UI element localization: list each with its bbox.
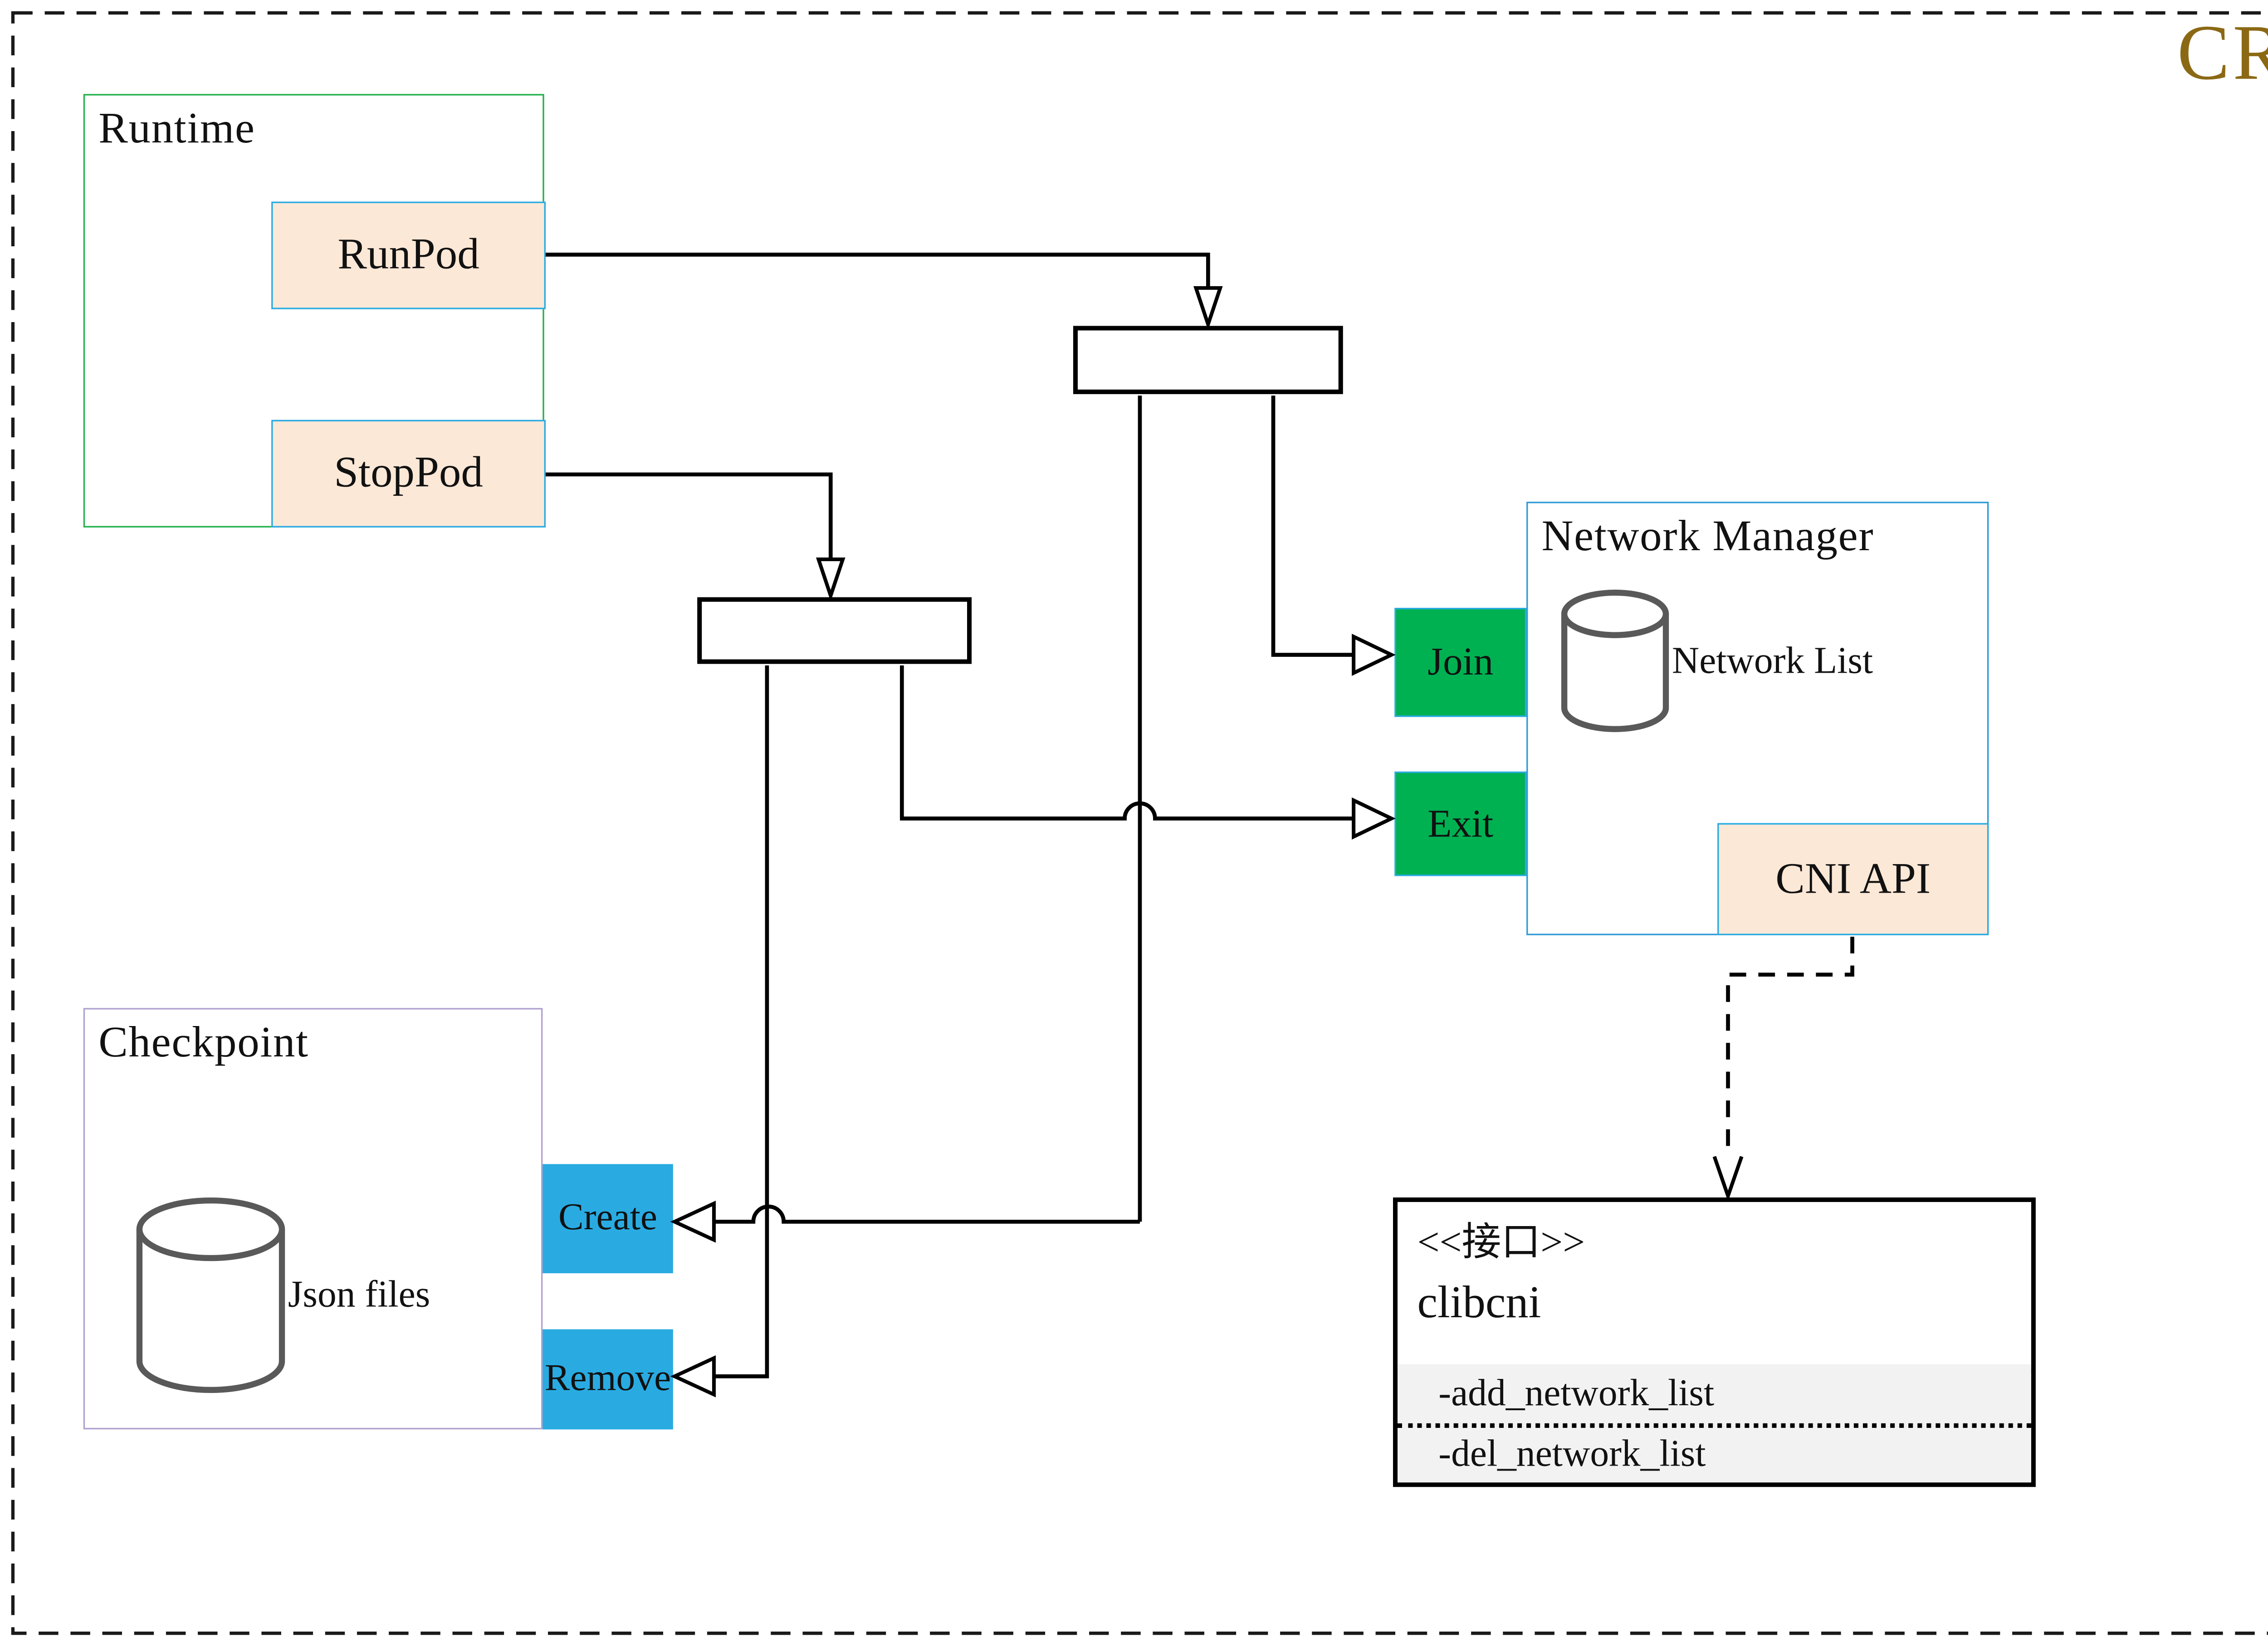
clibcni-method-del: -del_network_list <box>1398 1423 2031 1482</box>
arrowhead-right-join-icon <box>1352 634 1396 676</box>
stoppod-label: StopPod <box>334 449 483 498</box>
network-list-label: Network List <box>1672 641 1873 682</box>
runpod-node: RunPod <box>271 201 546 309</box>
create-label: Create <box>558 1197 657 1239</box>
clibcni-name: clibcni <box>1417 1278 1541 1328</box>
network-manager-title: Network Manager <box>1541 512 1874 561</box>
clibcni-interface-box: <<接口>> clibcni -add_network_list -del_ne… <box>1393 1197 2036 1487</box>
runtime-title: Runtime <box>98 104 255 153</box>
diagram-title: CRI <box>2177 10 2268 97</box>
checkpoint-title: Checkpoint <box>98 1018 309 1067</box>
runpod-to-bar1-line <box>546 253 1210 288</box>
join-node: Join <box>1394 608 1527 717</box>
cni-api-node: CNI API <box>1717 823 1989 935</box>
arrowhead-down-bar2-icon <box>816 557 846 601</box>
stoppod-process-bar <box>697 597 972 664</box>
join-label: Join <box>1427 640 1494 684</box>
remove-node: Remove <box>543 1329 673 1430</box>
arrowhead-down-bar1-icon <box>1193 286 1223 330</box>
arrowhead-right-exit-icon <box>1352 797 1396 840</box>
clibcni-methods: -add_network_list -del_network_list <box>1398 1364 2031 1483</box>
clibcni-stereotype: <<接口>> <box>1417 1220 1585 1264</box>
exit-label: Exit <box>1427 801 1494 845</box>
checkpoint-box: Checkpoint <box>83 1008 543 1430</box>
remove-label: Remove <box>544 1358 671 1399</box>
bar2-to-remove-line <box>715 665 769 1378</box>
bar1-to-join-line <box>1271 396 1354 657</box>
runpod-label: RunPod <box>337 230 479 279</box>
cni-api-label: CNI API <box>1775 854 1931 903</box>
json-files-label: Json files <box>288 1275 430 1316</box>
arrowhead-left-create-icon <box>670 1201 716 1243</box>
cniapi-to-clibcni-dashed-line <box>1726 937 1854 1157</box>
runpod-process-bar <box>1073 326 1343 394</box>
clibcni-header: <<接口>> clibcni <box>1398 1202 2031 1373</box>
arrowhead-left-remove-icon <box>670 1355 716 1398</box>
bar1-to-create-line <box>715 1204 1140 1224</box>
exit-node: Exit <box>1394 771 1527 876</box>
stoppod-node: StopPod <box>271 420 546 528</box>
create-node: Create <box>543 1164 673 1274</box>
arrowhead-open-clibcni-icon <box>1712 1156 1744 1202</box>
clibcni-method-add: -add_network_list <box>1438 1372 1715 1414</box>
stoppod-to-bar2-line <box>546 472 833 560</box>
bar2-to-exit-line <box>899 665 1354 821</box>
